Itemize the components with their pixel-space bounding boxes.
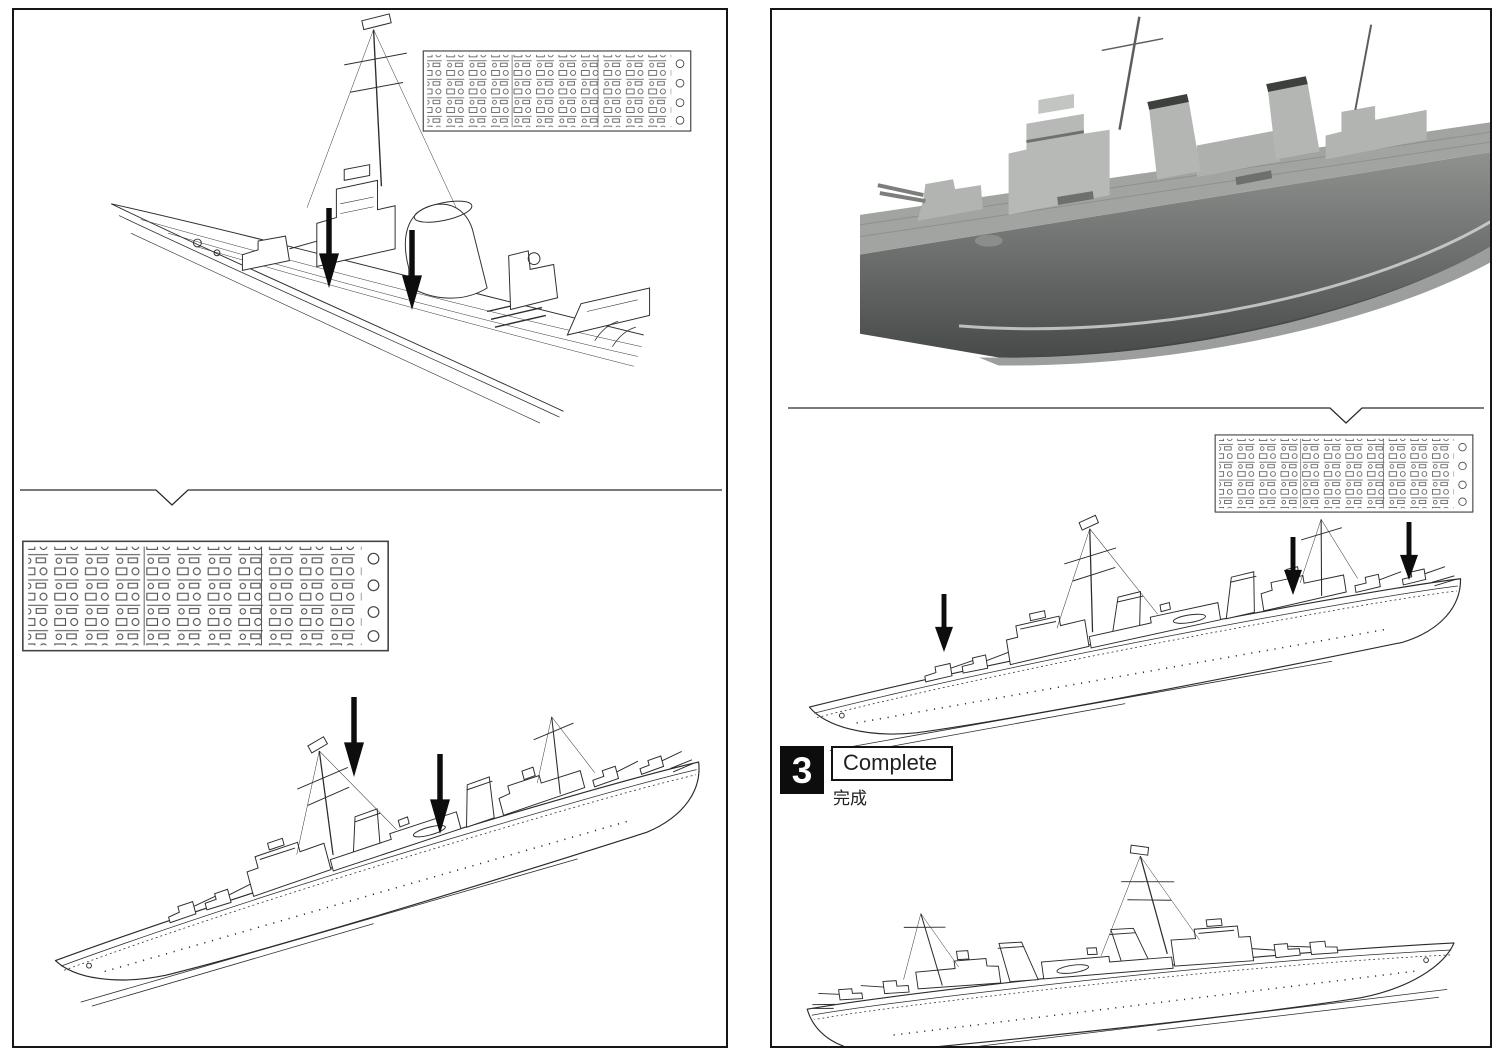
completed-ship-drawing: [777, 794, 1479, 1048]
step-label-cn: 完成: [833, 789, 867, 809]
assembly-arrow-icon: [1400, 522, 1418, 580]
section-divider: [20, 482, 722, 508]
step-number-badge: 3: [780, 746, 824, 794]
assembly-arrow-icon: [1284, 537, 1302, 595]
page-left: [12, 8, 728, 1048]
assembly-arrow-icon: [935, 594, 953, 652]
ship-profile-drawing: [12, 635, 728, 1048]
assembly-arrow-icon: [430, 754, 450, 834]
photo-etch-fret: [17, 540, 394, 652]
assembly-arrow-icon: [344, 697, 364, 777]
step-3-header: 3 Complete 完成: [780, 746, 954, 809]
section-divider: [788, 400, 1484, 426]
step-label: Complete: [831, 746, 954, 782]
assembly-arrow-icon: [402, 230, 422, 310]
ship-profile-drawing: [772, 452, 1491, 797]
ship-3d-render: [860, 10, 1492, 396]
photo-etch-fret: [422, 50, 692, 132]
step-number: 3: [791, 749, 813, 791]
page-right: 3 Complete 完成: [770, 8, 1492, 1048]
step-labels: Complete 完成: [831, 746, 954, 809]
assembly-arrow-icon: [319, 208, 339, 288]
